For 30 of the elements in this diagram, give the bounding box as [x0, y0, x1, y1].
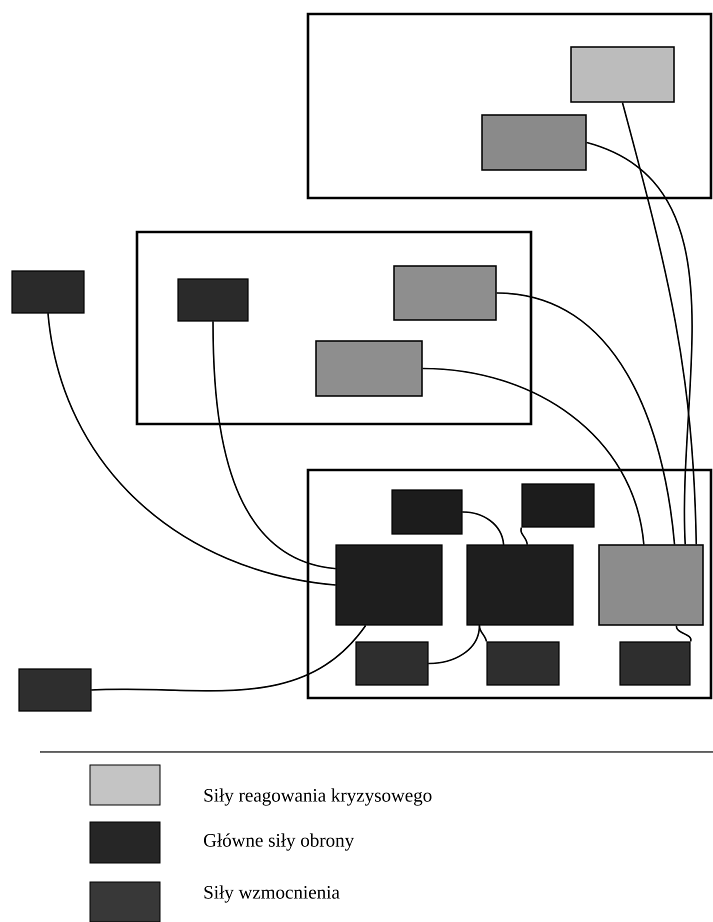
connector: [47, 314, 336, 586]
connector: [428, 626, 480, 664]
legend-label: Siły reagowania kryzysowego: [204, 788, 432, 806]
connector: [622, 102, 698, 544]
connector: [422, 368, 645, 544]
shaded-box: [177, 278, 249, 322]
shaded-box: [315, 340, 423, 397]
connector: [676, 626, 692, 642]
shaded-box: [466, 544, 574, 626]
connector: [478, 626, 488, 642]
shaded-box: [391, 489, 463, 535]
shaded-box: [570, 46, 675, 103]
connector: [520, 527, 528, 544]
shaded-box: [481, 114, 587, 171]
connector: [462, 511, 504, 545]
shaded-box: [619, 641, 691, 686]
shaded-box: [11, 270, 85, 314]
connector: [212, 322, 336, 570]
shaded-box: [335, 544, 443, 626]
shaded-box: [598, 544, 704, 626]
shaded-box: [486, 641, 560, 686]
shaded-box: [355, 641, 429, 686]
shaded-box: [393, 265, 497, 321]
connector: [92, 625, 366, 692]
connector: [586, 142, 693, 544]
legend-label: Siły wzmocnienia: [204, 885, 340, 903]
connector: [496, 292, 676, 544]
shaded-box: [521, 483, 595, 528]
legend-label: Główne siły obrony: [204, 833, 354, 851]
shaded-box: [18, 668, 92, 712]
